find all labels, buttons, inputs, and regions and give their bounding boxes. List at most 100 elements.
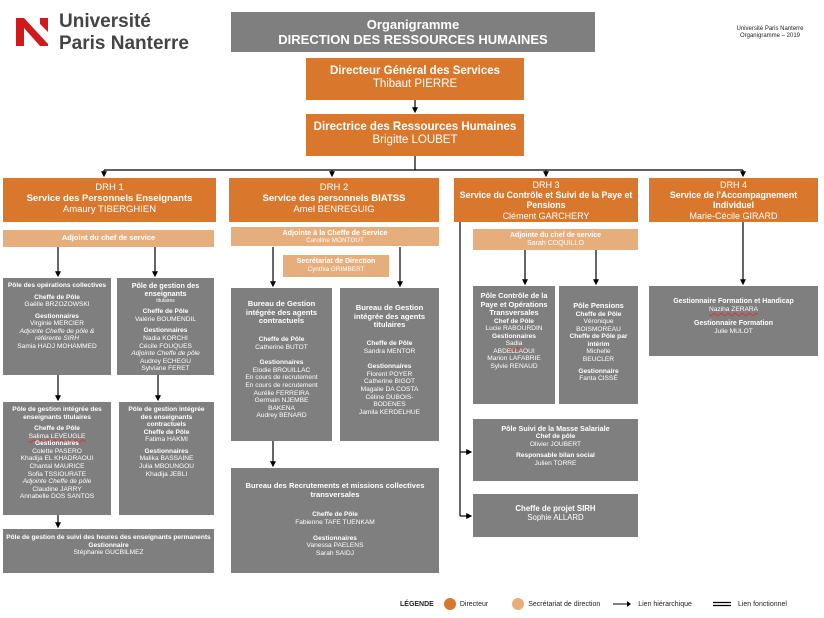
pole-pensions-g1: Fanta CISSÉ — [579, 375, 618, 383]
bureau-titulaires-g5: BODENES — [373, 401, 406, 409]
projet-sirh-name: Sophie ALLARD — [527, 512, 584, 522]
page-title-line-1: Organigramme — [366, 17, 460, 32]
pole-integre-title: Pôle de gestion intégrée des enseignants… — [12, 406, 102, 421]
drh2-adjointe-name: Caroline MONTOUT — [306, 237, 364, 245]
drh-name: Brigitte LOUBET — [372, 134, 458, 147]
bureau-titulaires-g3: Magalie DA COSTA — [360, 386, 419, 394]
pole-masse-chef-label: Chef de pôle — [535, 433, 576, 441]
pole-contractuels-chef: Fatima HAKMI — [145, 436, 188, 444]
corner-note: Université Paris Nanterre Organigramme –… — [718, 26, 822, 40]
drh3-head: DRH 3 Service du Contrôle et Suivi de la… — [454, 178, 638, 222]
drh1-pole-suivi-heures: Pôle de gestion de suivi des heures des … — [3, 529, 214, 573]
logo-line-1: Université — [59, 11, 151, 32]
drh2-bureau-recrutements: Bureau des Recrutements et missions coll… — [231, 468, 439, 573]
bureau-contractuels-g2: En cours de recrutement — [245, 374, 318, 382]
bureau-recrutements-chef: Fabienne TAFE TUENKAM — [295, 519, 375, 527]
pole-controle-gest-label: Gestionnaires — [492, 332, 536, 340]
pole-contractuels-g3: Khadija JEBLI — [145, 470, 188, 478]
pole-gestion-title: Pôle de gestion des enseignants — [131, 281, 200, 299]
bureau-contractuels-g5: Germain NJEMBE — [254, 397, 309, 405]
drh4-name: Marie-Cécile GIRARD — [689, 210, 778, 221]
corner-line-2: Organigramme – 2019 — [739, 33, 801, 39]
pole-gestion-chef-label: Cheffe de Pôle — [142, 308, 189, 316]
pole-suivi-g1: Stéphanie GUCBILMEZ — [73, 549, 144, 557]
bureau-titulaires-chef: Sandra MENTOR — [363, 347, 416, 355]
pole-gestion-g4: Sylviane FERET — [141, 365, 190, 373]
drh1-pole-contractuels: Pôle de gestion intégrée des enseignants… — [119, 402, 214, 515]
drh1-service: Service des Personnels Enseignants — [26, 192, 193, 204]
pole-controle-title: Pôle Contrôle de la Paye et Opérations T… — [480, 291, 548, 318]
pole-integre-chef: Salima LEVEUGLE — [28, 432, 86, 440]
page-title: Organigramme DIRECTION DES RESSOURCES HU… — [231, 12, 595, 52]
bureau-contractuels-chef-label: Cheffe de Pôle — [258, 336, 305, 344]
pole-contractuels-title: Pôle de gestion intégrée des enseignants… — [128, 406, 205, 429]
drh3-projet-sirh: Cheffe de projet SIRH Sophie ALLARD — [473, 494, 638, 537]
legend-title: LÉGENDE — [400, 600, 434, 608]
pole-suivi-title: Pôle de gestion de suivi des heures des … — [6, 534, 211, 541]
drh3-name: Clément GARCHERY — [502, 210, 590, 221]
pole-integre-chef-label: Cheffe de Pôle — [34, 425, 80, 433]
pole-ops-title: Pôle des opérations collectives — [7, 282, 107, 289]
pole-ops-gest-label: Gestionnaires — [35, 312, 79, 320]
drh2-head: DRH 2 Service des personnels BIATSS Amel… — [229, 178, 439, 222]
drh3-pole-controle: Pôle Contrôle de la Paye et Opérations T… — [473, 286, 555, 404]
pole-ops-chef-label: Cheffe de Pôle — [34, 293, 80, 301]
pole-contractuels-g2: Julia MBOUNGOU — [139, 463, 194, 471]
drh2-adjointe: Adjointe à la Cheffe de Service Caroline… — [231, 227, 439, 246]
bureau-contractuels-g7: Audrey BENARD — [256, 412, 307, 420]
legend-double-line-icon — [712, 601, 731, 607]
drh1-code: DRH 1 — [95, 182, 124, 193]
pole-ops-g1: Virginie MERCIER — [29, 320, 85, 328]
legend-arrow-icon — [613, 601, 632, 607]
drh2-service: Service des personnels BIATSS — [262, 192, 406, 204]
drh1-head: DRH 1 Service des Personnels Enseignants… — [3, 178, 216, 222]
pole-controle-chef-label: Chef de Pôle — [494, 317, 534, 325]
drh3-code: DRH 3 — [532, 180, 560, 190]
drh2-code: DRH 2 — [319, 182, 349, 193]
pole-pensions-interim-label: Cheffe de Pôle par intérim — [569, 333, 628, 348]
pole-pensions-title: Pôle Pensions — [573, 301, 624, 310]
drh3-adjointe: Adjointe du chef de service Sarah COQUIL… — [473, 229, 638, 250]
pole-pensions-interim: Michelle — [586, 348, 611, 356]
pole-gestion-g1: Nadia KORCHI — [143, 335, 188, 343]
drh2-bureau-contractuels: Bureau de Gestion intégrée des agents co… — [231, 288, 332, 441]
bureau-recrutements-chef-label: Cheffe de Pôle — [312, 511, 358, 519]
drh2-secretariat-name: Cynthia GRIMBERT — [307, 266, 365, 274]
bureau-recrutements-title: Bureau des Recrutements et missions coll… — [245, 481, 425, 499]
pole-integre-g5: Claudine JARRY — [32, 485, 82, 493]
legend-secretariat-swatch — [512, 598, 525, 610]
page-title-line-2: DIRECTION DES RESSOURCES HUMAINES — [278, 32, 548, 47]
bureau-contractuels-title: Bureau de Gestion intégrée des agents co… — [245, 299, 318, 326]
pole-contractuels-g1: Malika BASSAINE — [139, 455, 194, 463]
bureau-titulaires-g4: Céline DUBOIS- — [365, 393, 414, 401]
logo-line-2: Paris Nanterre — [59, 33, 189, 54]
pole-gestion-adj: Adjointe Cheffe de pôle — [131, 350, 200, 358]
pole-pensions-chef-label: Cheffe de Pôle — [575, 310, 622, 318]
bureau-contractuels-g1: Elodie BROUILLAC — [252, 366, 311, 374]
legend-hierarchique: Lien hiérarchique — [638, 600, 692, 608]
legend-fonctionnel: Lien fonctionnel — [737, 600, 787, 608]
drh3-adjointe-name: Sarah COQUILLO — [527, 240, 584, 248]
legend-secretariat: Secrétariat de direction — [528, 600, 601, 608]
drh1-pole-gestion: Pôle de gestion des enseignants titulair… — [117, 278, 214, 375]
corner-line-1: Université Paris Nanterre — [736, 26, 804, 32]
legend-directeur: Directeur — [459, 600, 489, 608]
pole-ops-adj: Adjointe Cheffe de pôle & référente SIRH — [19, 327, 95, 343]
drh3-pole-masse-salariale: Pôle Suivi de la Masse Salariale Chef de… — [473, 419, 638, 481]
dgs-title: Directeur Général des Services — [329, 65, 501, 77]
pole-integre-g1: Colette PASERO — [32, 447, 82, 455]
pole-masse-chef: Olivier JOUBERT — [529, 440, 582, 448]
pole-contractuels-chef-label: Cheffe de Pôle — [143, 428, 190, 436]
pole-gestion-g3: Audrey ECHEGU — [140, 357, 191, 365]
pole-pensions-gest-label: Gestionnaire — [578, 367, 619, 375]
pole-gestion-g2: Cécile FOUQUES — [139, 342, 192, 350]
pole-integre-g2: Khadija EL KHADRAOUI — [20, 455, 94, 463]
drh4-pole-formation: Gestionnaire Formation et Handicap Nazih… — [649, 286, 818, 356]
drh3-pole-pensions: Pôle Pensions Cheffe de Pôle Véronique B… — [559, 286, 638, 404]
bureau-titulaires-g1: Florent POYER — [366, 370, 413, 378]
drh1-pole-integre-titulaires: Pôle de gestion intégrée des enseignants… — [3, 402, 111, 515]
pole-pensions-interim2: BEUCLER — [582, 355, 615, 363]
dgs-name: Thibaut PIERRE — [372, 78, 458, 91]
drh-title: Directrice des Ressources Humaines — [313, 121, 517, 133]
